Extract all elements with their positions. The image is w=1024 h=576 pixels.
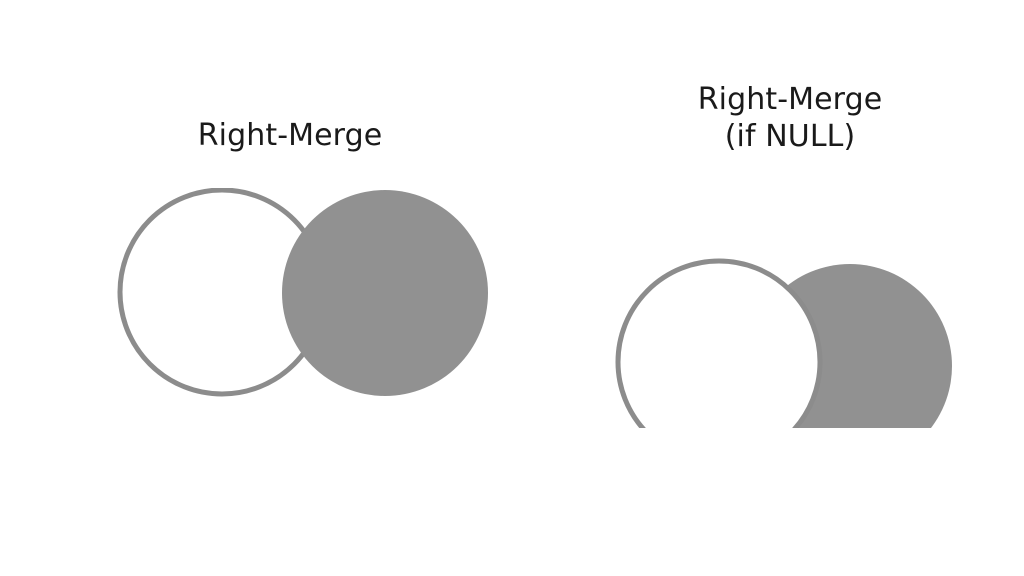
venn-diagram-right-merge bbox=[117, 188, 488, 397]
venn-figure-right-merge: Right-Merge bbox=[60, 80, 520, 420]
right-set-circle[interactable] bbox=[282, 190, 488, 396]
venn-caption-right-merge-if-null: Right-Merge (if NULL) bbox=[697, 82, 883, 154]
left-set-circle[interactable] bbox=[615, 258, 823, 428]
venn-caption-right-merge: Right-Merge bbox=[197, 118, 383, 153]
venn-figure-right-merge-if-null: Right-Merge (if NULL) bbox=[580, 60, 1000, 430]
venn-diagram-right-merge-if-null bbox=[615, 258, 952, 428]
